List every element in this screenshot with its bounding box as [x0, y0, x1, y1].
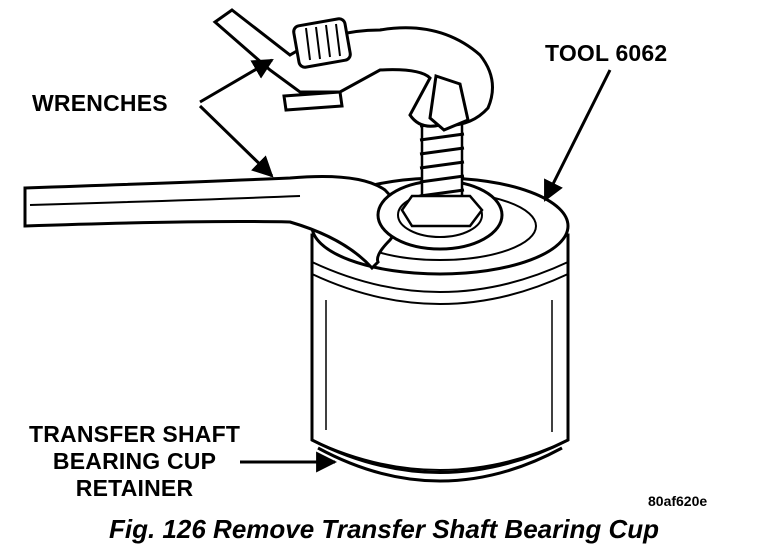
retainer-label-line: TRANSFER SHAFT — [29, 421, 241, 447]
retainer-label-line: BEARING CUP — [52, 448, 217, 474]
retainer-label-line: RETAINER — [75, 475, 194, 501]
figure-caption: Fig. 126 Remove Transfer Shaft Bearing C… — [109, 514, 659, 544]
figure-id: 80af620e — [648, 493, 708, 509]
callout-arrows — [198, 58, 612, 473]
wrenches-label: WRENCHES — [32, 90, 168, 116]
tool-label: TOOL 6062 — [545, 40, 668, 66]
adjustable-wrench — [212, 8, 494, 132]
retainer-label: TRANSFER SHAFT BEARING CUP RETAINER — [29, 421, 240, 502]
